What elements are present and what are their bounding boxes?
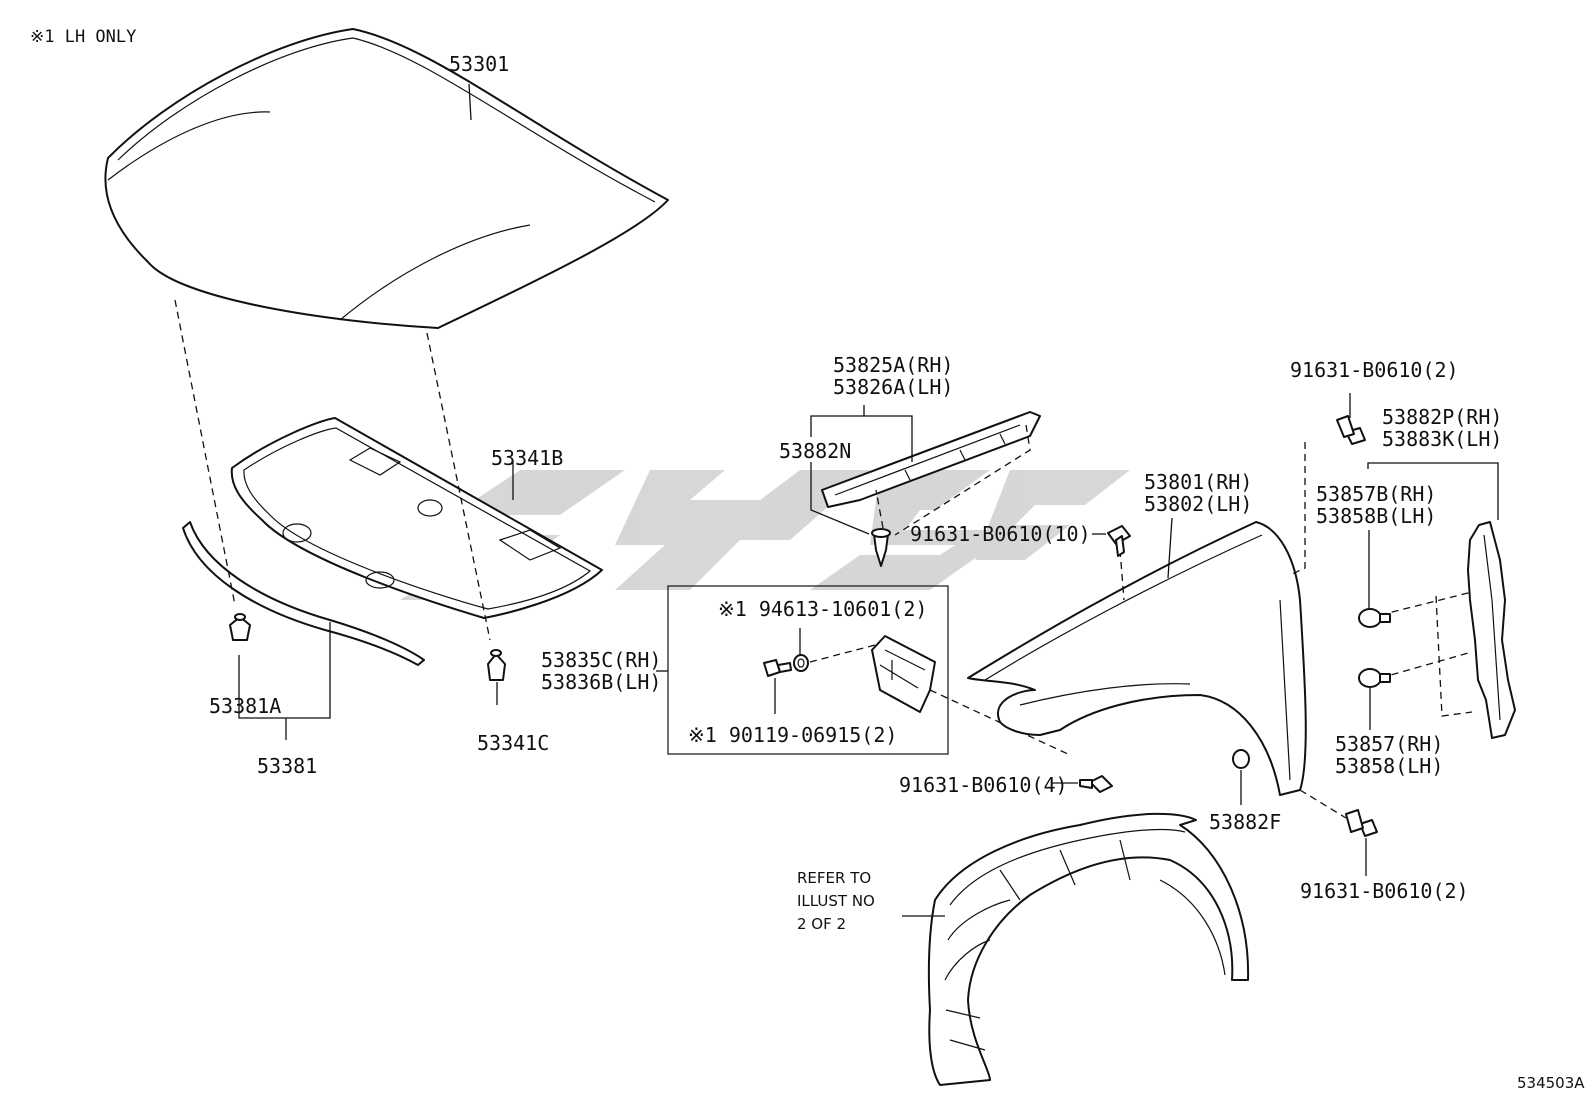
refer-note-line1: REFER TO [797,869,872,887]
nut-part [793,654,809,672]
hood-part [104,28,669,329]
lh-only-note: ※1 LH ONLY [30,27,137,47]
label-cushion-rh[interactable]: 53857(RH) [1335,732,1444,756]
side-seal-part [1467,521,1516,739]
bracket-detail-box [667,585,949,755]
label-hood-seal[interactable]: 53381 [257,754,318,778]
seal-clip-part [229,613,251,641]
fender-part [967,521,1307,796]
label-fender-rh[interactable]: 53801(RH) [1144,470,1253,494]
clip-n-part [871,528,891,567]
bolt-4-part [1079,775,1113,793]
hood-seal-part [182,521,425,666]
label-cushion-b-rh[interactable]: 53857B(RH) [1316,482,1437,506]
bracket-part [871,635,936,713]
label-clip-n[interactable]: 53882N [779,439,852,463]
label-ext-seal-rh[interactable]: 53825A(RH) [833,353,954,377]
sheet-id: 534503A [1517,1074,1585,1092]
label-nut-note[interactable]: ※1 94613-10601(2) [718,597,928,621]
label-bolt-note[interactable]: ※1 90119-06915(2) [688,723,898,747]
label-seal-clip[interactable]: 53381A [209,694,282,718]
label-ext-seal-lh[interactable]: 53826A(LH) [833,375,954,399]
label-hood-insulator[interactable]: 53341B [491,446,564,470]
label-clip-f[interactable]: 53882F [1209,810,1282,834]
bolt-bottom-part [1345,809,1378,837]
label-bolt-top[interactable]: 91631-B0610(2) [1290,358,1459,382]
label-bolt-10[interactable]: 91631-B0610(10) [910,522,1091,546]
label-bracket-rh[interactable]: 53835C(RH) [541,648,662,672]
label-cushion-lh[interactable]: 53858(LH) [1335,754,1444,778]
bolt-10-part [1107,525,1131,557]
label-cushion-b-lh[interactable]: 53858B(LH) [1316,504,1437,528]
bolt-top-part [1336,415,1366,445]
cushion-b-part [1358,608,1391,628]
refer-note-line3: 2 OF 2 [797,915,847,933]
fender-extension-part [821,411,1041,508]
label-side-seal-rh[interactable]: 53882P(RH) [1382,405,1503,429]
label-hood-insulator-clip[interactable]: 53341C [477,731,550,755]
label-bolt-4[interactable]: 91631-B0610(4) [899,773,1068,797]
label-hood[interactable]: 53301 [449,52,510,76]
refer-note-line2: ILLUST NO [797,892,875,910]
label-fender-lh[interactable]: 53802(LH) [1144,492,1253,516]
fender-liner-part [927,812,1250,1086]
label-side-seal-lh[interactable]: 53883K(LH) [1382,427,1503,451]
label-bolt-bottom[interactable]: 91631-B0610(2) [1300,879,1469,903]
clip-f-part [1232,749,1250,769]
bracket-bolt-part [763,659,792,677]
insulator-clip-part [487,649,506,681]
cushion-part [1358,668,1391,688]
hood-insulator-part [230,417,603,619]
label-bracket-lh[interactable]: 53836B(LH) [541,670,662,694]
